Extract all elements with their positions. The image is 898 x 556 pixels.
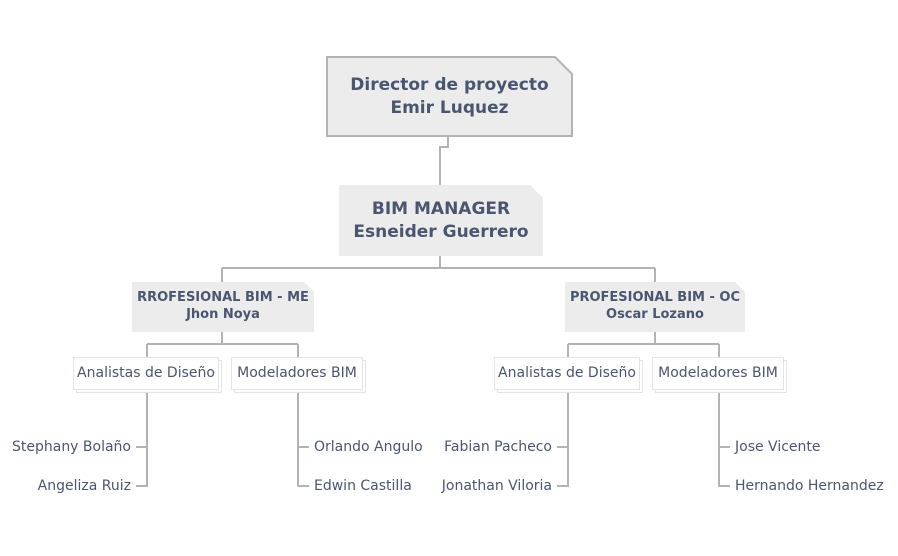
- group-modeladores-oc-shape: [652, 357, 787, 393]
- group-modeladores-oc: Modeladores BIM: [652, 357, 787, 393]
- group-analistas-me-label: Analistas de Diseño: [77, 365, 215, 381]
- director-title: Director de proyecto: [350, 75, 549, 96]
- professional-node-oc-shape: [565, 282, 745, 332]
- director-node: Director de proyecto Emir Luquez: [326, 56, 573, 137]
- connector-leaves-3: [557, 393, 569, 487]
- connector-leaves-2: [297, 393, 309, 487]
- director-node-shape: [326, 56, 573, 137]
- bim-manager-node-shape: [339, 185, 543, 256]
- member-hernando: Hernando Hernandez: [735, 478, 884, 494]
- member-orlando: Orlando Angulo: [314, 439, 423, 455]
- connector-leaves-4: [718, 393, 730, 487]
- bim-manager-node: BIM MANAGER Esneider Guerrero: [339, 185, 543, 256]
- connector-leaves-1: [136, 393, 148, 487]
- bim-manager-title: BIM MANAGER: [371, 199, 511, 220]
- member-edwin: Edwin Castilla: [314, 478, 412, 494]
- professional-node-me: RROFESIONAL BIM - ME Jhon Noya: [132, 282, 314, 332]
- group-analistas-oc-shape: [494, 357, 643, 393]
- group-analistas-me: Analistas de Diseño: [73, 357, 222, 393]
- director-name: Emir Luquez: [390, 97, 509, 118]
- member-fabian: Fabian Pacheco: [444, 439, 552, 455]
- professional-node-me-shape: [132, 282, 314, 332]
- group-analistas-oc-label: Analistas de Diseño: [498, 365, 636, 381]
- group-modeladores-me: Modeladores BIM: [231, 357, 366, 393]
- bim-manager-name: Esneider Guerrero: [353, 221, 529, 242]
- professional-oc-title: PROFESIONAL BIM - OC: [569, 290, 741, 306]
- member-angeliza: Angeliza Ruiz: [37, 478, 131, 494]
- member-jonathan: Jonathan Viloria: [441, 478, 552, 494]
- group-modeladores-me-shape: [231, 357, 366, 393]
- professional-node-oc: PROFESIONAL BIM - OC Oscar Lozano: [565, 282, 745, 332]
- professional-me-title: RROFESIONAL BIM - ME: [137, 290, 309, 306]
- group-analistas-oc: Analistas de Diseño: [494, 357, 643, 393]
- group-modeladores-me-label: Modeladores BIM: [237, 365, 357, 381]
- professional-oc-name: Oscar Lozano: [606, 307, 704, 322]
- professional-me-name: Jhon Noya: [186, 307, 260, 322]
- member-jose: Jose Vicente: [735, 439, 821, 455]
- member-stephany: Stephany Bolaño: [11, 439, 131, 455]
- group-analistas-me-shape: [73, 357, 222, 393]
- group-modeladores-oc-label: Modeladores BIM: [658, 365, 778, 381]
- connector-director-bim: [439, 136, 449, 186]
